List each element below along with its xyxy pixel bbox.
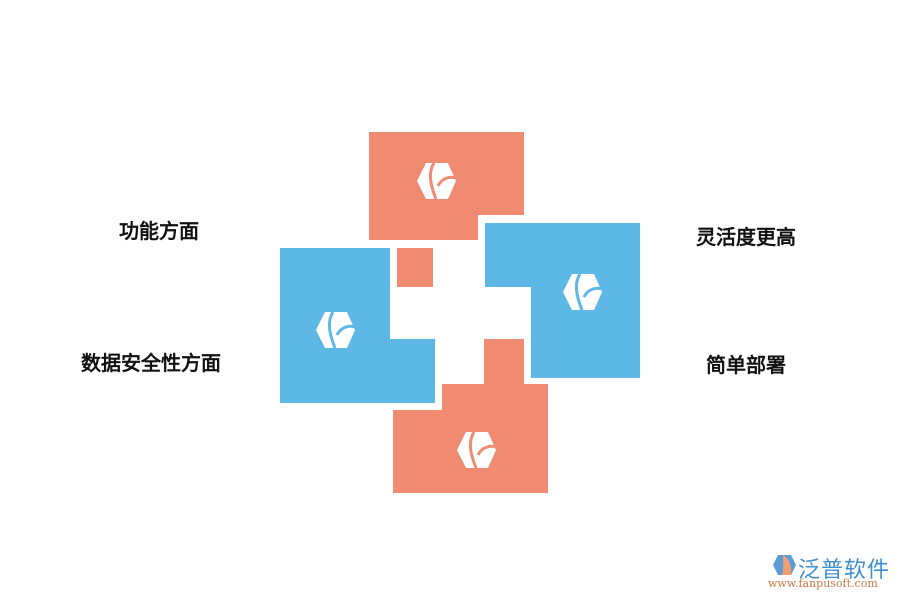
label-simple-deploy: 简单部署 [706, 353, 786, 377]
small-orange-square [397, 248, 433, 287]
block-right-shape [485, 223, 640, 378]
block-bottom-shape [393, 339, 548, 493]
hexagon-leaf-icon [457, 431, 496, 469]
brand-url: www.fanpusoft.com [768, 577, 878, 590]
hexagon-leaf-icon [563, 273, 602, 311]
block-left-shape [280, 248, 435, 403]
watermark-logo: 泛普软件 www.fanpusoft.com [768, 552, 893, 592]
label-flexibility: 灵活度更高 [696, 225, 796, 249]
hexagon-leaf-icon [316, 311, 355, 349]
brand-hexagon-icon [773, 555, 796, 575]
label-data-security: 数据安全性方面 [81, 351, 221, 375]
label-function: 功能方面 [119, 219, 199, 243]
hexagon-leaf-icon [417, 162, 456, 200]
brand-name: 泛普软件 [798, 558, 891, 583]
